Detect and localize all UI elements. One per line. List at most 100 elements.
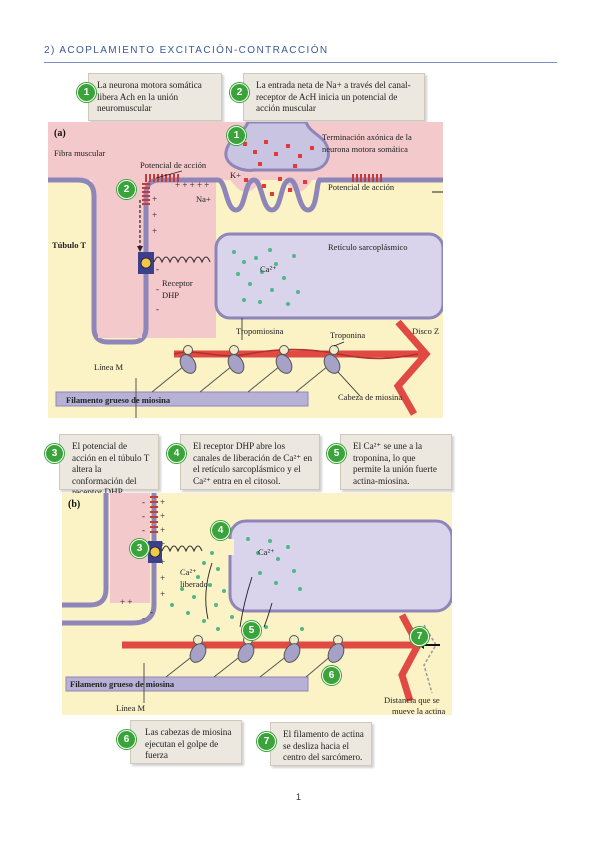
label-troponin: Troponina [330,330,365,340]
ap-stripes-tubule [150,496,158,533]
ap-stripes-left [145,174,179,182]
svg-text:+: + [160,573,165,583]
svg-text:+ +: + + [120,597,132,607]
dhp-linker [161,545,203,553]
step-badge: 1 [77,83,96,102]
ca-dots [232,248,300,306]
z-disc [393,319,431,416]
heading-rule [44,62,557,63]
callout-step-4: El receptor DHP abre los canales de libe… [180,434,320,490]
svg-text:+: + [152,226,157,236]
step-badge: 2 [230,83,249,102]
label-ap-left: Potencial de acción [140,160,207,170]
t-tubule-membrane [62,493,109,608]
sarcoplasmic-reticulum [228,519,454,613]
label-k: K+ [230,170,241,180]
callout-text: El receptor DHP abre los canales de libe… [193,441,313,486]
label-distance-2: mueve la actina [392,706,446,715]
label-thick-filament: Filamento grueso de miosina [70,679,175,689]
step-badge: 2 [117,180,136,199]
sr-open-channel [226,539,234,555]
label-na: Na+ [196,194,211,204]
label-thick-filament: Filamento grueso de miosina [66,395,171,405]
svg-text:+: + [152,194,157,204]
svg-text:+: + [152,210,157,220]
callout-step-7: El filamento de actina se desliza hacia … [270,722,372,766]
label-tropomyosin: Tropomiosina [236,326,284,336]
svg-text:+: + [160,557,165,567]
myosin-heads [165,643,345,678]
thick-filament [65,676,309,692]
svg-text:-: - [142,525,145,535]
label-m-line: Línea M [94,362,123,372]
label-distance-1: Distancia que se [384,695,440,705]
svg-text:+: + [160,497,165,507]
step-badge: 6 [117,730,136,749]
svg-text:-: - [156,264,159,274]
callout-text: El potencial de acción en el túbulo T al… [72,441,150,497]
label-m-line: Línea M [116,703,145,713]
label-muscle-fiber: Fibra muscular [54,148,105,158]
panel-a: + + + + + +++ --- Fibra muscula [48,120,445,418]
step-badge: 5 [242,621,261,640]
label-ca-released-1: Ca²⁺ [180,567,197,577]
section-heading: 2) ACOPLAMIENTO EXCITACIÓN-CONTRACCIÓN [44,45,329,56]
step-badge: 7 [410,627,429,646]
dhp-gate [140,257,152,269]
t-tubule-membrane [48,177,218,345]
svg-text:-: - [142,497,145,507]
ca-flow-arrows [205,562,273,628]
step-badge: 1 [227,126,246,145]
callout-step-3: El potencial de acción en el túbulo T al… [59,434,159,497]
step-badge: 3 [45,444,64,463]
ach-vesicles [243,140,314,196]
ca-dots [246,537,302,591]
tropomyosin-strand [173,348,419,360]
label-ca-released-2: liberado [180,579,208,589]
dhp-gate [149,546,161,558]
step-badge: 6 [322,666,341,685]
label-t-tubule: Túbulo T [52,240,86,250]
myosin-heads [151,354,341,393]
svg-text:-: - [150,607,153,617]
svg-text:+: + [160,589,165,599]
panel-b: --- ++++ +++ + +-- [62,493,454,716]
troponin-complexes [183,345,339,355]
charges: --- ++++ +++ + +-- [120,497,165,623]
label-myosin-head: Cabeza de miosina [338,392,402,402]
svg-text:+: + [160,539,165,549]
callout-step-5: El Ca²⁺ se une a la troponina, lo que pe… [340,434,452,490]
step-badge: 4 [167,444,186,463]
svg-text:-: - [142,613,145,623]
callout-step-2: La entrada neta de Na+ a través del cana… [243,73,425,121]
callout-text: Las cabezas de miosina ejecutan el golpe… [145,727,232,760]
panel-tag: (b) [68,499,80,510]
charges: + + + + + +++ --- [152,180,209,314]
junctional-folds [216,177,323,213]
callout-text: El Ca²⁺ se une a la troponina, lo que pe… [353,441,437,486]
svg-text:-: - [142,511,145,521]
label-ap-right: Potencial de acción [328,182,395,192]
callout-text: El filamento de actina se desliza hacia … [283,729,364,762]
svg-text:+ + + + +: + + + + + [175,180,209,190]
step-badge: 3 [130,539,149,558]
label-sr: Retículo sarcoplásmico [328,242,408,252]
thick-filament [55,391,309,407]
callout-step-1: La neurona motora somática libera Ach en… [88,73,222,121]
svg-text:+: + [160,525,165,535]
step-badge: 7 [257,732,276,751]
callout-text: La neurona motora somática libera Ach en… [97,80,202,113]
label-dhp-2: DHP [162,290,179,300]
axon-terminal [224,120,330,172]
svg-text:-: - [156,284,159,294]
step-badge: 4 [211,521,230,540]
callout-text: La entrada neta de Na+ a través del cana… [256,80,411,113]
panel-a-diagram: + + + + + +++ --- Fibra muscula [48,120,445,418]
t-tubule-membrane-right [62,493,157,626]
page-number: 1 [296,792,302,802]
callout-step-6: Las cabezas de miosina ejecutan el golpe… [130,720,242,764]
ap-stripes-right [352,174,382,182]
panel-tag: (a) [54,128,66,139]
label-dhp-1: Receptor [162,278,193,288]
label-ca: Ca²⁺ [258,547,275,557]
